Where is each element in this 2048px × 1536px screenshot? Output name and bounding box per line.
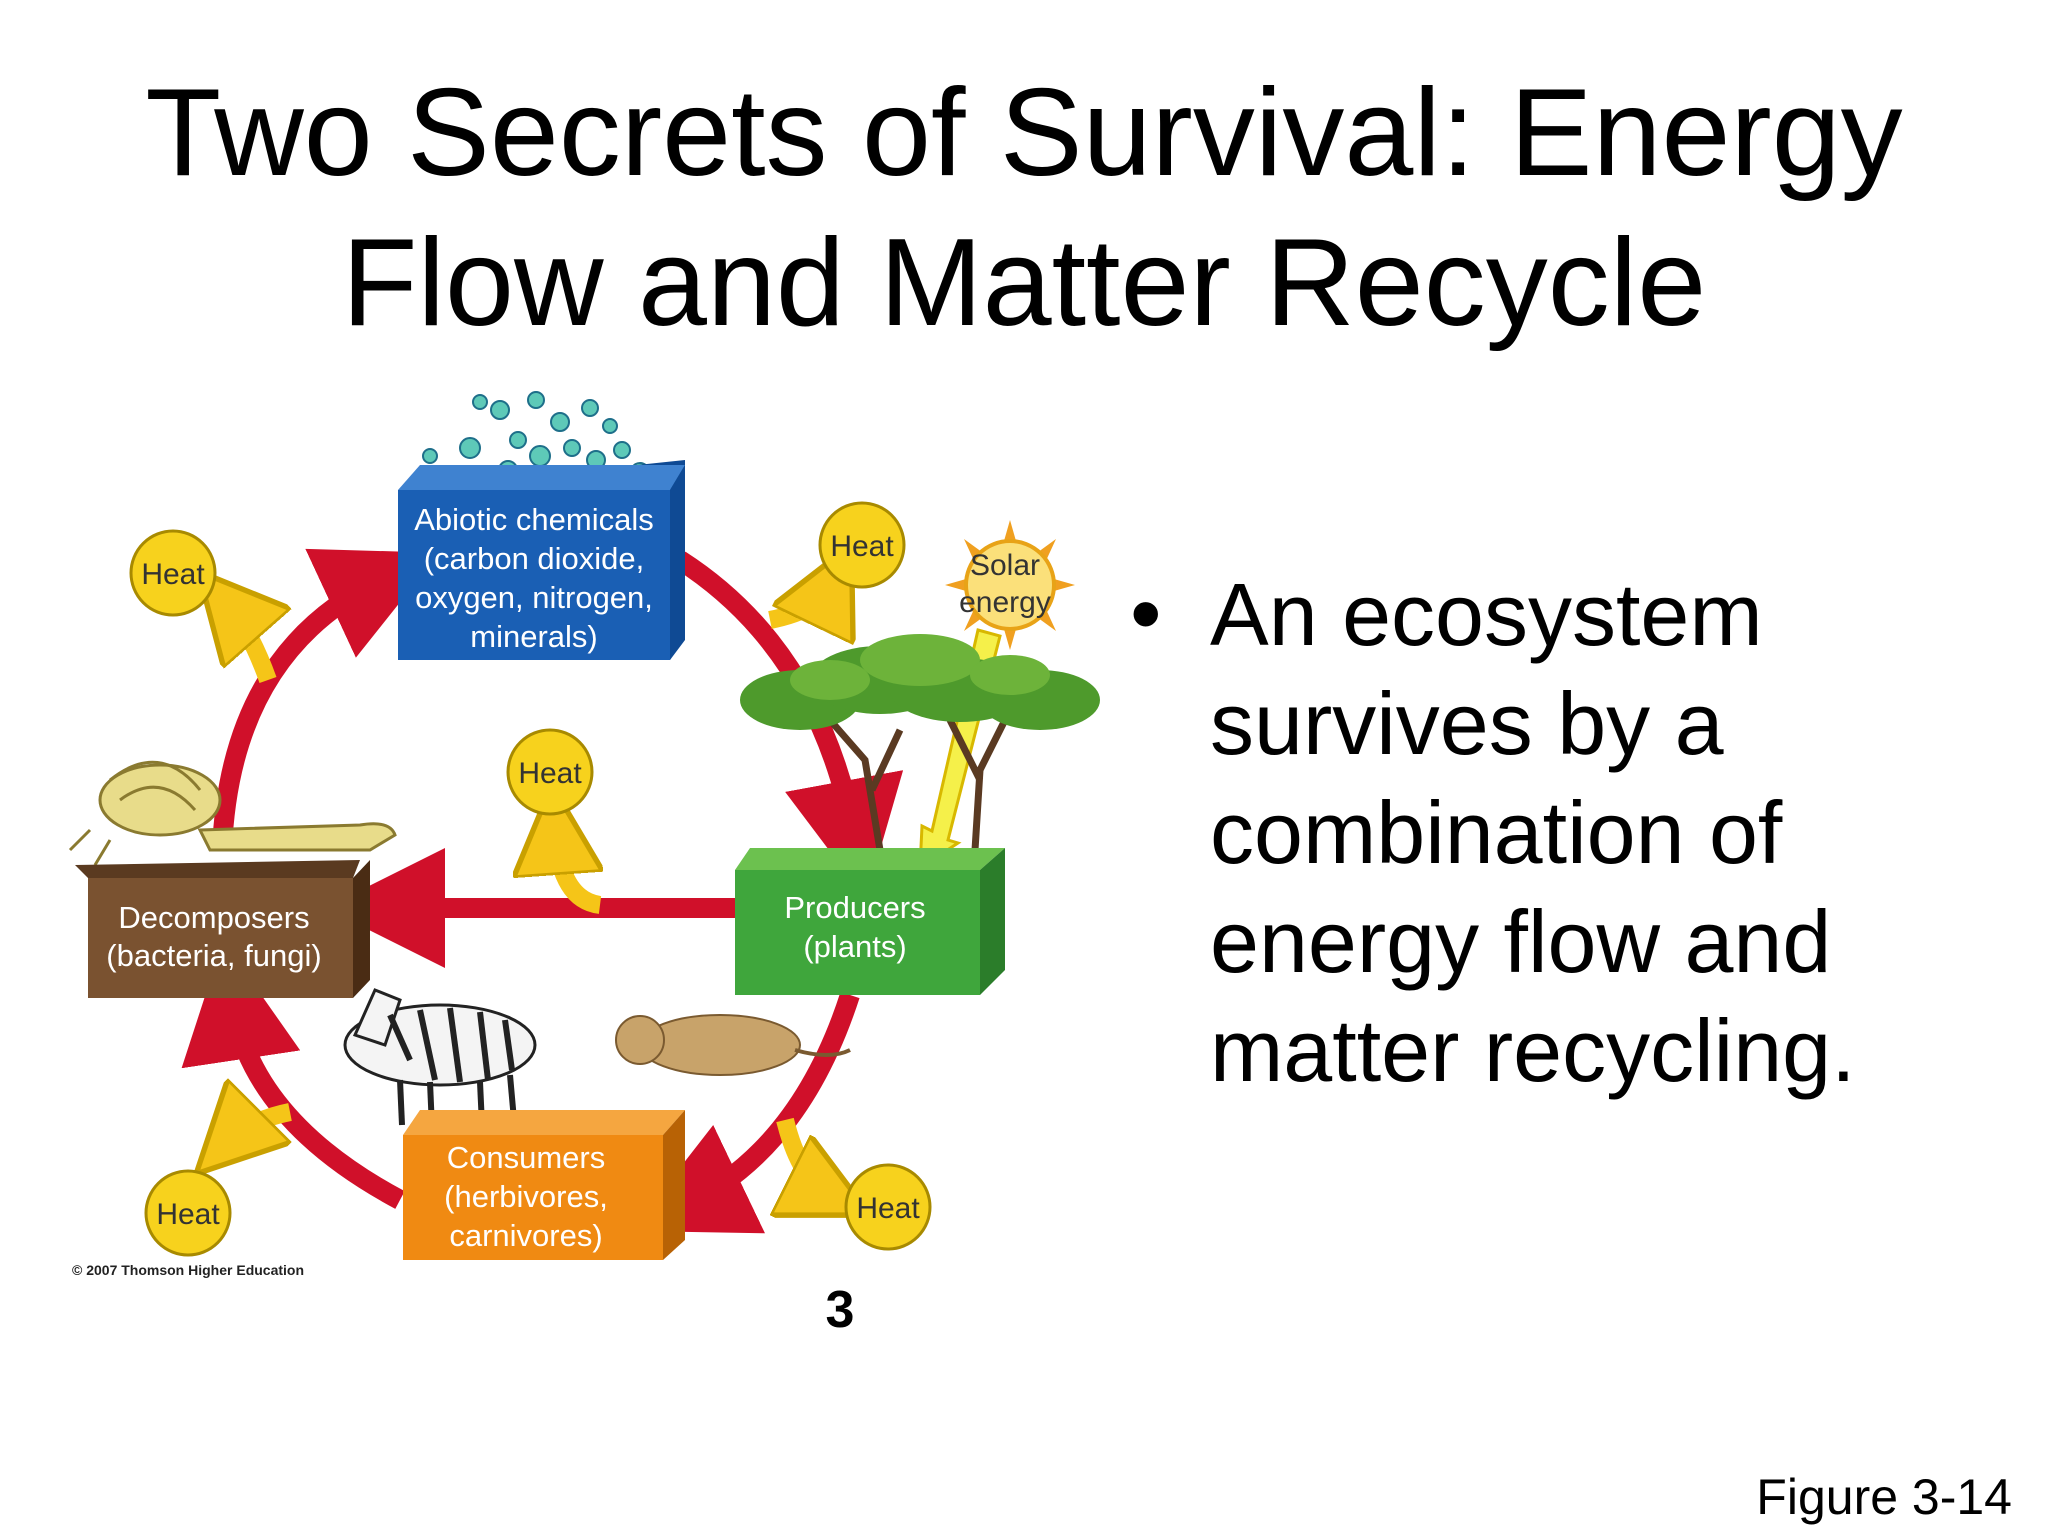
heat-arrows	[228, 585, 832, 1195]
heat-label: Heat	[156, 1198, 220, 1231]
heat-label: Heat	[830, 530, 894, 563]
producers-box: Producers (plants)	[735, 848, 1005, 995]
solar-label-line-2: energy	[959, 586, 1051, 619]
sun-icon	[964, 539, 1056, 631]
abiotic-line-1: Abiotic chemicals	[414, 502, 653, 537]
abiotic-line-4: minerals)	[470, 619, 597, 654]
copyright-notice: © 2007 Thomson Higher Education	[72, 1262, 305, 1278]
decomposers-line-1: Decomposers	[118, 900, 309, 935]
heat-arrow-bottom-left	[228, 1112, 292, 1142]
consumers-line-1: Consumers	[447, 1140, 606, 1175]
heat-circle-bottom-right: Heat	[844, 1163, 932, 1251]
figure-label: Figure 3-14	[1756, 1469, 2012, 1525]
heat-arrow-bottom-right	[785, 1117, 830, 1195]
title-line-2: Flow and Matter Recycle	[341, 214, 1707, 352]
heat-label: Heat	[518, 757, 582, 790]
zebra-icon	[343, 988, 537, 1129]
bullet-text: An ecosystem survives by a combination o…	[1210, 565, 1856, 1100]
heat-arrow-top-left	[228, 605, 268, 684]
lion-icon	[615, 1014, 851, 1076]
heat-arrow-center	[555, 830, 600, 914]
consumers-box: Consumers (herbivores, carnivores)	[403, 1110, 685, 1260]
heat-label: Heat	[856, 1192, 920, 1225]
abiotic-chemicals-box: Abiotic chemicals (carbon dioxide, oxyge…	[398, 460, 685, 660]
consumers-line-2: (herbivores,	[444, 1179, 608, 1214]
slide-title: Two Secrets of Survival: Energy Flow and…	[0, 58, 2048, 358]
producers-line-1: Producers	[784, 890, 925, 925]
consumers-line-3: carnivores)	[449, 1218, 602, 1253]
solar-label-line-1: Solar	[970, 549, 1040, 582]
decomposers-line-2: (bacteria, fungi)	[106, 938, 321, 973]
bullet-dot: •	[1130, 564, 1162, 664]
skeleton-icon	[68, 760, 397, 866]
heat-circle-center: Heat	[506, 728, 594, 816]
producers-line-2: (plants)	[803, 929, 906, 964]
decomposers-box: Decomposers (bacteria, fungi)	[75, 860, 370, 998]
heat-circle-top-right: Heat	[818, 501, 906, 589]
abiotic-line-3: oxygen, nitrogen,	[415, 580, 653, 615]
title-line-1: Two Secrets of Survival: Energy	[145, 64, 1903, 202]
abiotic-line-2: (carbon dioxide,	[424, 541, 645, 576]
tree-icon	[740, 634, 1100, 851]
heat-circle-top-left: Heat	[129, 529, 217, 617]
arrow-decomposers-to-abiotic	[212, 548, 440, 851]
heat-circle-bottom-left: Heat	[144, 1169, 232, 1257]
heat-arrow-top-right	[768, 585, 832, 620]
page-number: 3	[825, 1281, 855, 1339]
heat-label: Heat	[141, 558, 205, 591]
